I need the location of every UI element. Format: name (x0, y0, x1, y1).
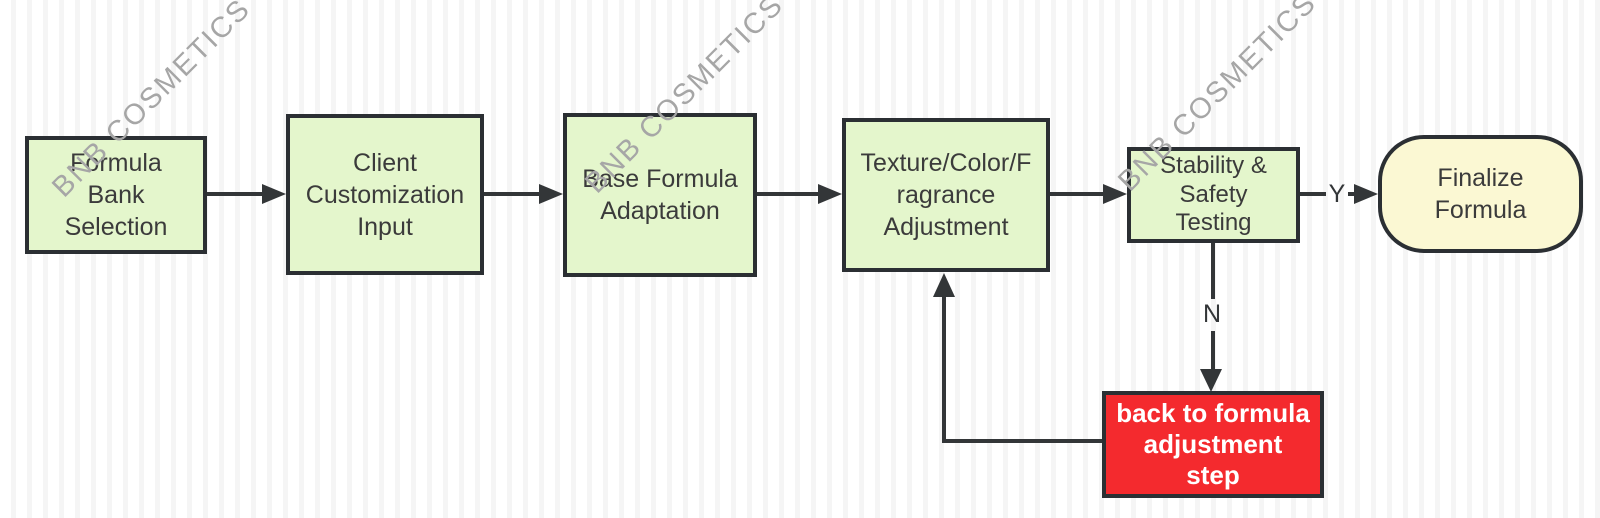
node-formula-bank-selection: Formula Bank Selection (25, 136, 207, 254)
arrow-texture-to-stability (1050, 192, 1105, 196)
arrowhead-right-icon (262, 184, 286, 204)
node-client-customization-input: Client Customization Input (286, 114, 484, 275)
arrow-stability-to-back (1211, 331, 1215, 371)
arrow-client-to-base (484, 192, 541, 196)
arrow-back-to-texture (942, 439, 1102, 443)
arrowhead-right-icon (1354, 184, 1378, 204)
arrowhead-right-icon (1103, 184, 1127, 204)
node-back-to-formula-adjustment: back to formula adjustment step (1102, 391, 1324, 498)
node-base-formula-adaptation: Base Formula Adaptation (563, 113, 757, 277)
arrowhead-up-icon (933, 273, 955, 297)
arrow-stability-to-back (1211, 243, 1215, 299)
edge-label-yes: Y (1328, 180, 1346, 208)
arrowhead-right-icon (818, 184, 842, 204)
arrowhead-down-icon (1200, 369, 1222, 392)
arrow-formula-bank-to-client (207, 192, 264, 196)
edge-label-no: N (1202, 300, 1222, 328)
arrowhead-right-icon (539, 184, 563, 204)
node-texture-color-fragrance-adjustment: Texture/Color/F ragrance Adjustment (842, 118, 1050, 272)
node-finalize-formula: Finalize Formula (1378, 135, 1583, 253)
node-stability-safety-testing: Stability & Safety Testing (1127, 147, 1300, 243)
arrow-stability-to-finalize (1300, 192, 1326, 196)
arrow-stability-to-finalize (1348, 192, 1356, 196)
arrow-base-to-texture (757, 192, 820, 196)
arrow-back-to-texture (942, 296, 946, 443)
